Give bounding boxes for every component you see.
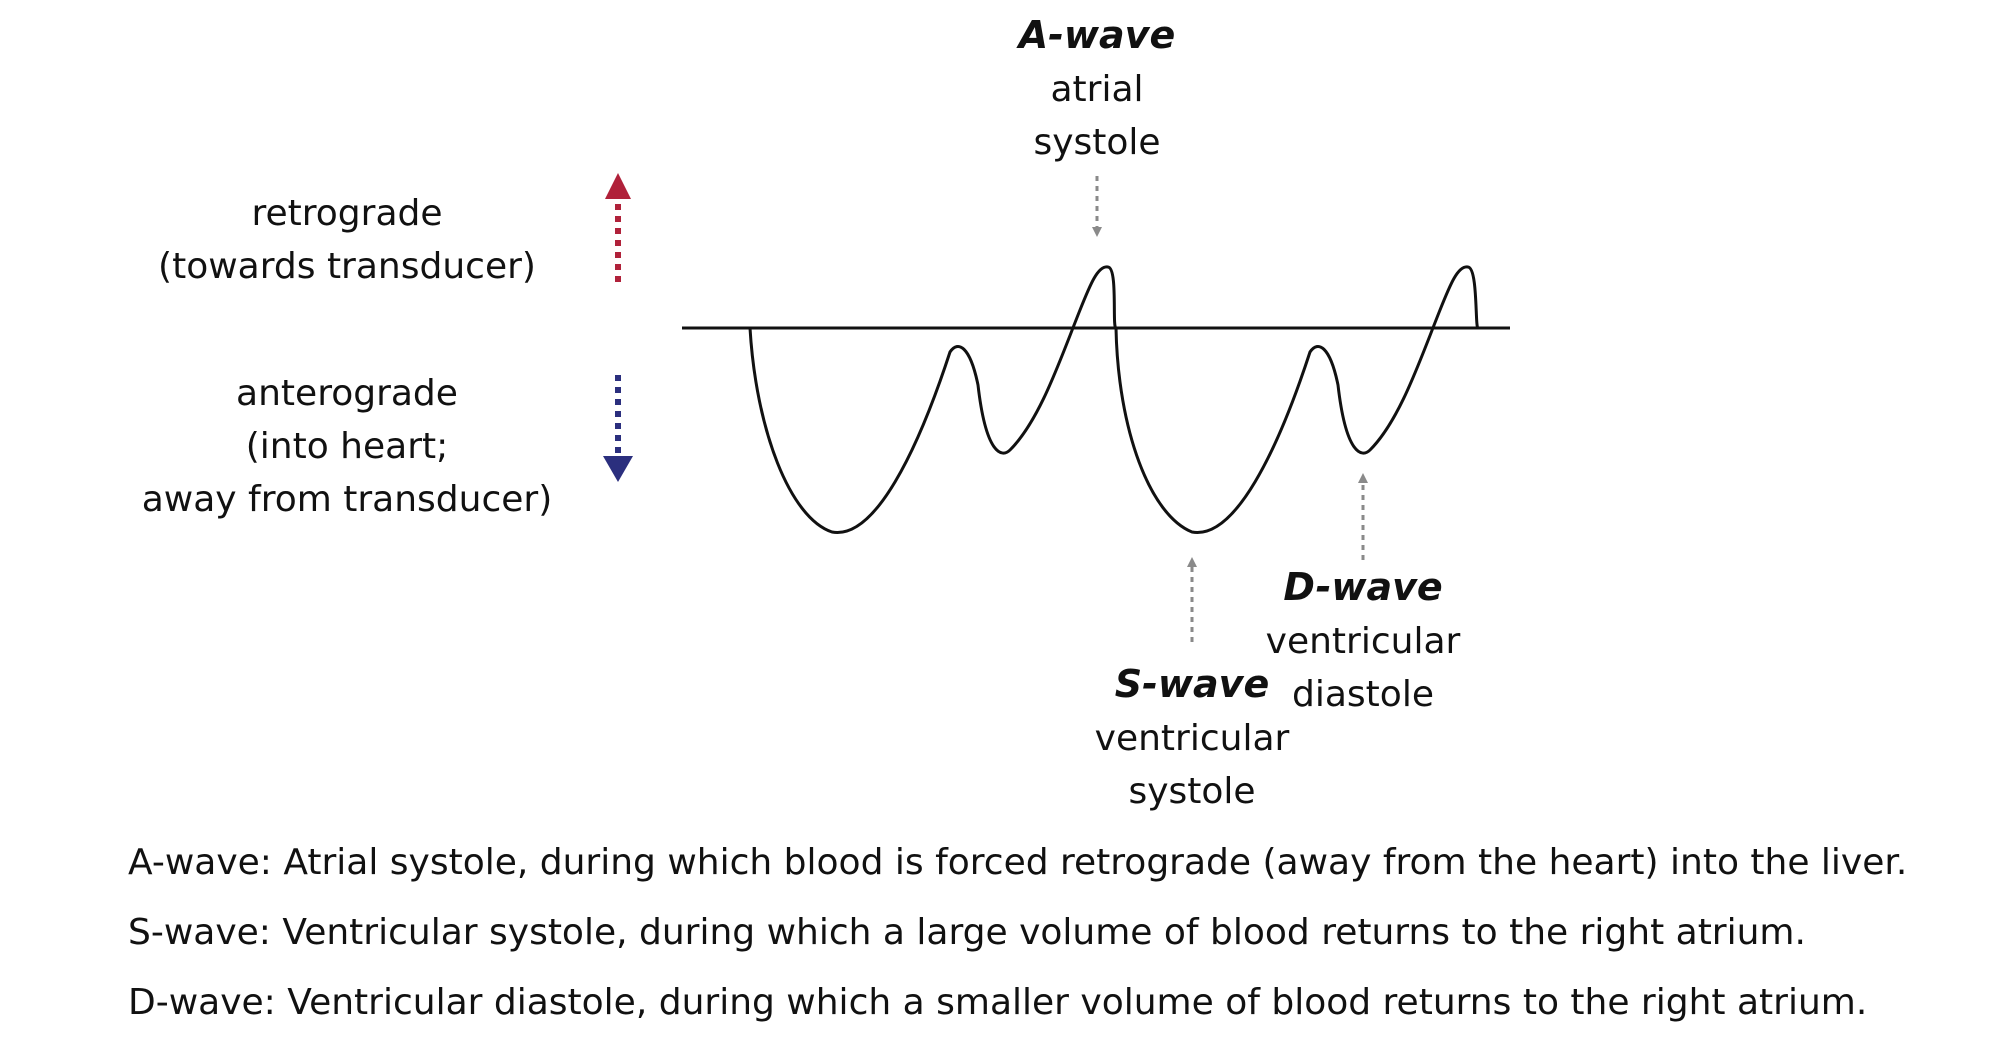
s-wave-title: S-wave: [1115, 662, 1269, 706]
retrograde-label: retrograde: [251, 193, 442, 234]
s-wave-line-2: systole: [1128, 771, 1255, 812]
d-wave-line-1: ventricular: [1266, 621, 1461, 662]
s-wave-line-1: ventricular: [1095, 718, 1290, 759]
legend-a-wave: A-wave: Atrial systole, during which blo…: [128, 842, 1908, 883]
retrograde-arrow-icon: [605, 173, 631, 282]
legend-d-wave: D-wave: Ventricular diastole, during whi…: [128, 982, 1868, 1023]
d-wave-line-2: diastole: [1292, 674, 1434, 715]
anterograde-sublabel-2: away from transducer): [142, 479, 553, 520]
a-wave-line-2: systole: [1033, 122, 1160, 163]
legend: A-wave: Atrial systole, during which blo…: [128, 828, 1978, 1038]
legend-s-wave: S-wave: Ventricular systole, during whic…: [128, 912, 1806, 953]
anterograde-arrow-icon: [603, 375, 633, 482]
anterograde-label: anterograde: [236, 373, 458, 414]
anterograde-sublabel-1: (into heart;: [246, 426, 449, 467]
waveform: [748, 265, 1480, 534]
a-wave-title: A-wave: [1016, 13, 1175, 57]
d-wave-title: D-wave: [1283, 565, 1442, 609]
a-wave-line-1: atrial: [1050, 69, 1143, 110]
retrograde-sublabel: (towards transducer): [158, 246, 536, 287]
